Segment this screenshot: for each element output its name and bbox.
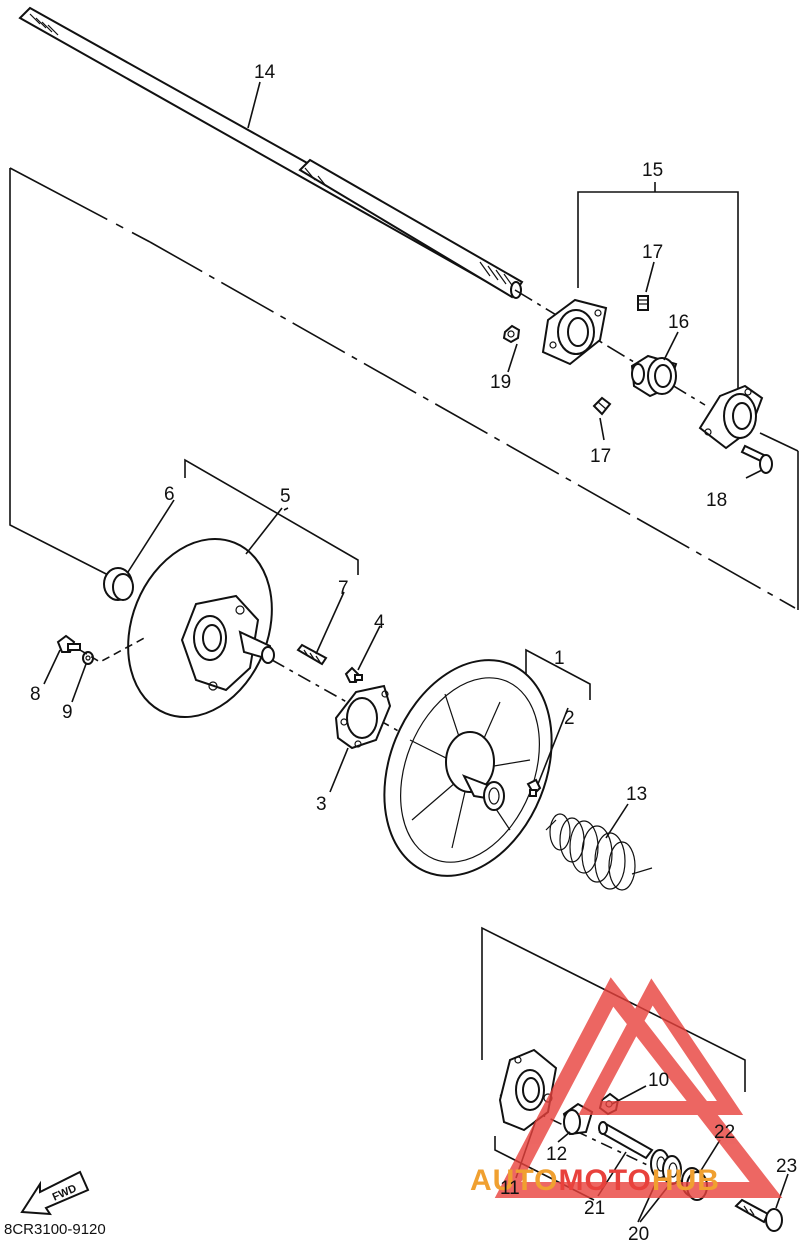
set-screw-17-top[interactable] xyxy=(637,295,649,311)
callout-17-top[interactable]: 17 xyxy=(642,242,663,263)
bolt-8[interactable] xyxy=(56,634,81,653)
watermark-text-moto: MOTO xyxy=(558,1164,651,1197)
callout-12[interactable]: 12 xyxy=(546,1144,567,1165)
callout-20[interactable]: 20 xyxy=(628,1224,649,1242)
fwd-arrow-icon: FWD xyxy=(20,1170,90,1216)
sheave-movable-1[interactable] xyxy=(354,635,583,901)
watermark-triangle-outer xyxy=(494,977,783,1198)
diagram-code: 8CR3100-9120 xyxy=(4,1221,106,1238)
bolt-18[interactable] xyxy=(740,444,773,474)
callout-21[interactable]: 21 xyxy=(584,1198,605,1219)
callout-14[interactable]: 14 xyxy=(254,62,276,83)
screw-2[interactable] xyxy=(526,778,542,797)
sheave-fixed-5[interactable] xyxy=(102,517,297,739)
callout-23[interactable]: 23 xyxy=(776,1156,797,1177)
shaft-14[interactable] xyxy=(18,6,524,299)
callout-5[interactable]: 5 xyxy=(280,486,291,507)
callout-8[interactable]: 8 xyxy=(30,684,41,705)
dash-line-8-9 xyxy=(79,635,149,663)
watermark-logo xyxy=(494,977,783,1198)
housing-15b[interactable] xyxy=(698,384,764,450)
callout-4[interactable]: 4 xyxy=(374,612,385,633)
pin-21[interactable] xyxy=(598,1121,654,1160)
bracket-5 xyxy=(184,458,359,575)
callout-19[interactable]: 19 xyxy=(490,372,511,393)
watermark-text-hub: HUB xyxy=(652,1164,720,1197)
washer-20-b[interactable] xyxy=(662,1155,682,1185)
callout-2[interactable]: 2 xyxy=(564,708,575,729)
callout-17-bottom[interactable]: 17 xyxy=(590,446,611,467)
bracket-15 xyxy=(577,182,739,388)
callout-13[interactable]: 13 xyxy=(626,784,647,805)
callout-7[interactable]: 7 xyxy=(338,578,349,599)
bushing-12[interactable] xyxy=(562,1102,594,1136)
callout-22[interactable]: 22 xyxy=(714,1122,735,1143)
bolt-23[interactable] xyxy=(734,1198,783,1232)
bracket-1 xyxy=(525,648,591,700)
callout-11[interactable]: 11 xyxy=(500,1178,520,1199)
plate-3[interactable] xyxy=(334,684,392,750)
washer-9[interactable] xyxy=(82,651,94,665)
callout-3[interactable]: 3 xyxy=(316,794,327,815)
spring-13[interactable] xyxy=(545,813,653,891)
callout-labels: 14 15 17 16 19 17 18 6 5 7 4 1 2 8 9 3 1… xyxy=(30,62,797,1242)
callout-1[interactable]: 1 xyxy=(554,648,565,669)
watermark-text-auto: AUTO xyxy=(470,1164,558,1197)
callout-15[interactable]: 15 xyxy=(642,160,663,181)
spacer-6[interactable] xyxy=(103,567,134,601)
callout-10[interactable]: 10 xyxy=(648,1070,669,1091)
housing-15a[interactable] xyxy=(541,298,608,366)
screw-4[interactable] xyxy=(344,666,363,683)
nut-19[interactable] xyxy=(502,324,521,344)
stud-7[interactable] xyxy=(296,643,328,666)
callout-6[interactable]: 6 xyxy=(164,484,175,505)
callout-9[interactable]: 9 xyxy=(62,702,73,723)
callout-16[interactable]: 16 xyxy=(668,312,689,333)
watermark-triangle-inner xyxy=(578,978,744,1115)
callout-18[interactable]: 18 xyxy=(706,490,727,511)
bearing-16[interactable] xyxy=(630,354,678,398)
set-screw-17-bottom[interactable] xyxy=(592,396,612,416)
watermark-text: AUTOMOTOHUB xyxy=(470,1164,720,1197)
